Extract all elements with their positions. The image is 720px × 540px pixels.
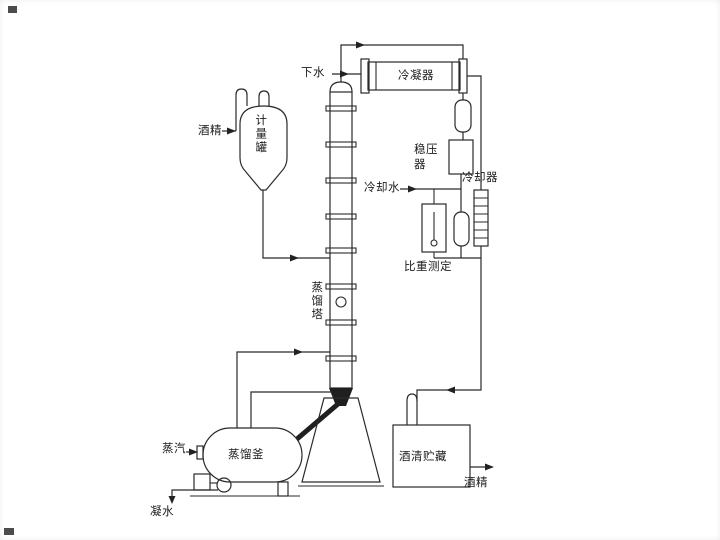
small-cooler-pot	[453, 211, 470, 247]
cooler-and-product-line	[406, 75, 489, 425]
overhead-vapor-pipe	[340, 41, 464, 82]
label-alcohol-feed: 酒精	[198, 123, 222, 137]
kettle-support	[277, 481, 289, 497]
column-flange	[325, 141, 357, 148]
drain-water-pipe	[332, 70, 361, 78]
pressure-stabilizer-box	[448, 139, 474, 175]
column-flange	[325, 213, 357, 220]
cooler-hatching	[474, 197, 488, 239]
label-steam: 蒸汽	[162, 441, 186, 455]
column-feed-pipe	[262, 190, 330, 262]
column-flange	[325, 319, 357, 326]
condensate-pump-unit	[168, 473, 232, 504]
column-flange	[325, 355, 357, 362]
gravity-measurement-instrument	[421, 203, 447, 258]
column-flange	[325, 247, 357, 254]
flow-arrow-left-icon	[446, 386, 455, 394]
flow-arrow-right-icon	[408, 185, 417, 193]
stabilizer-chain	[434, 93, 481, 259]
label-pressure-stabilizer: 稳压器	[414, 142, 438, 171]
column-shell	[329, 91, 353, 389]
column-flange	[325, 283, 357, 290]
pump-motor	[193, 473, 211, 491]
vent-gooseneck	[258, 90, 270, 106]
feed-gooseneck	[235, 88, 248, 131]
condenser-shell	[367, 61, 461, 91]
steam-inlet-flange	[196, 445, 204, 460]
tank-inlet-gooseneck	[406, 393, 418, 425]
label-measuring-tank: 计量罐	[254, 114, 269, 155]
storage-tank-shell	[392, 424, 471, 488]
flow-arrow-down-icon	[168, 496, 176, 504]
distillation-kettle	[186, 427, 303, 497]
column-flange	[325, 105, 357, 112]
column-pedestal	[301, 397, 381, 483]
label-cooler: 冷却器	[462, 170, 498, 184]
label-distillation-column: 蒸馏塔	[310, 281, 325, 322]
flow-arrow-right-icon	[340, 70, 349, 78]
measuring-tank	[222, 88, 288, 191]
flow-arrow-right-icon	[294, 348, 303, 356]
sight-glass	[335, 296, 347, 308]
column-dome	[329, 81, 353, 93]
column-flange	[325, 177, 357, 184]
flow-arrow-right-icon	[356, 41, 365, 49]
flow-arrow-right-icon	[485, 463, 494, 471]
distillation-column	[295, 81, 384, 487]
separator-pot	[454, 99, 472, 133]
measuring-tank-shell	[239, 105, 288, 191]
column-bottom-cone	[329, 388, 353, 406]
condenser-left-cap	[360, 58, 370, 94]
label-cooling-water: 冷却水	[364, 180, 400, 194]
hydrometer-bulb	[430, 239, 438, 247]
kettle-vapor-pipes	[236, 348, 332, 428]
cooling-water-pipe	[400, 185, 461, 204]
label-gravity-measurement: 比重测定	[404, 259, 452, 273]
label-drain-water: 下水	[301, 65, 325, 79]
label-condensate: 凝水	[150, 504, 174, 518]
pump-body	[216, 477, 232, 493]
scan-artifact-bottom-left	[4, 528, 14, 535]
scan-artifact-top-left	[8, 6, 17, 13]
alcohol-storage-tank	[392, 424, 494, 488]
label-distillation-kettle: 蒸馏釜	[228, 447, 264, 461]
label-alcohol-storage: 酒清贮藏	[399, 449, 447, 463]
flow-arrow-right-icon	[227, 127, 236, 135]
label-condenser: 冷凝器	[398, 68, 434, 82]
label-alcohol-product: 酒精	[464, 475, 488, 489]
flow-arrow-right-icon	[290, 254, 299, 262]
flow-arrow-right-icon	[189, 448, 198, 456]
